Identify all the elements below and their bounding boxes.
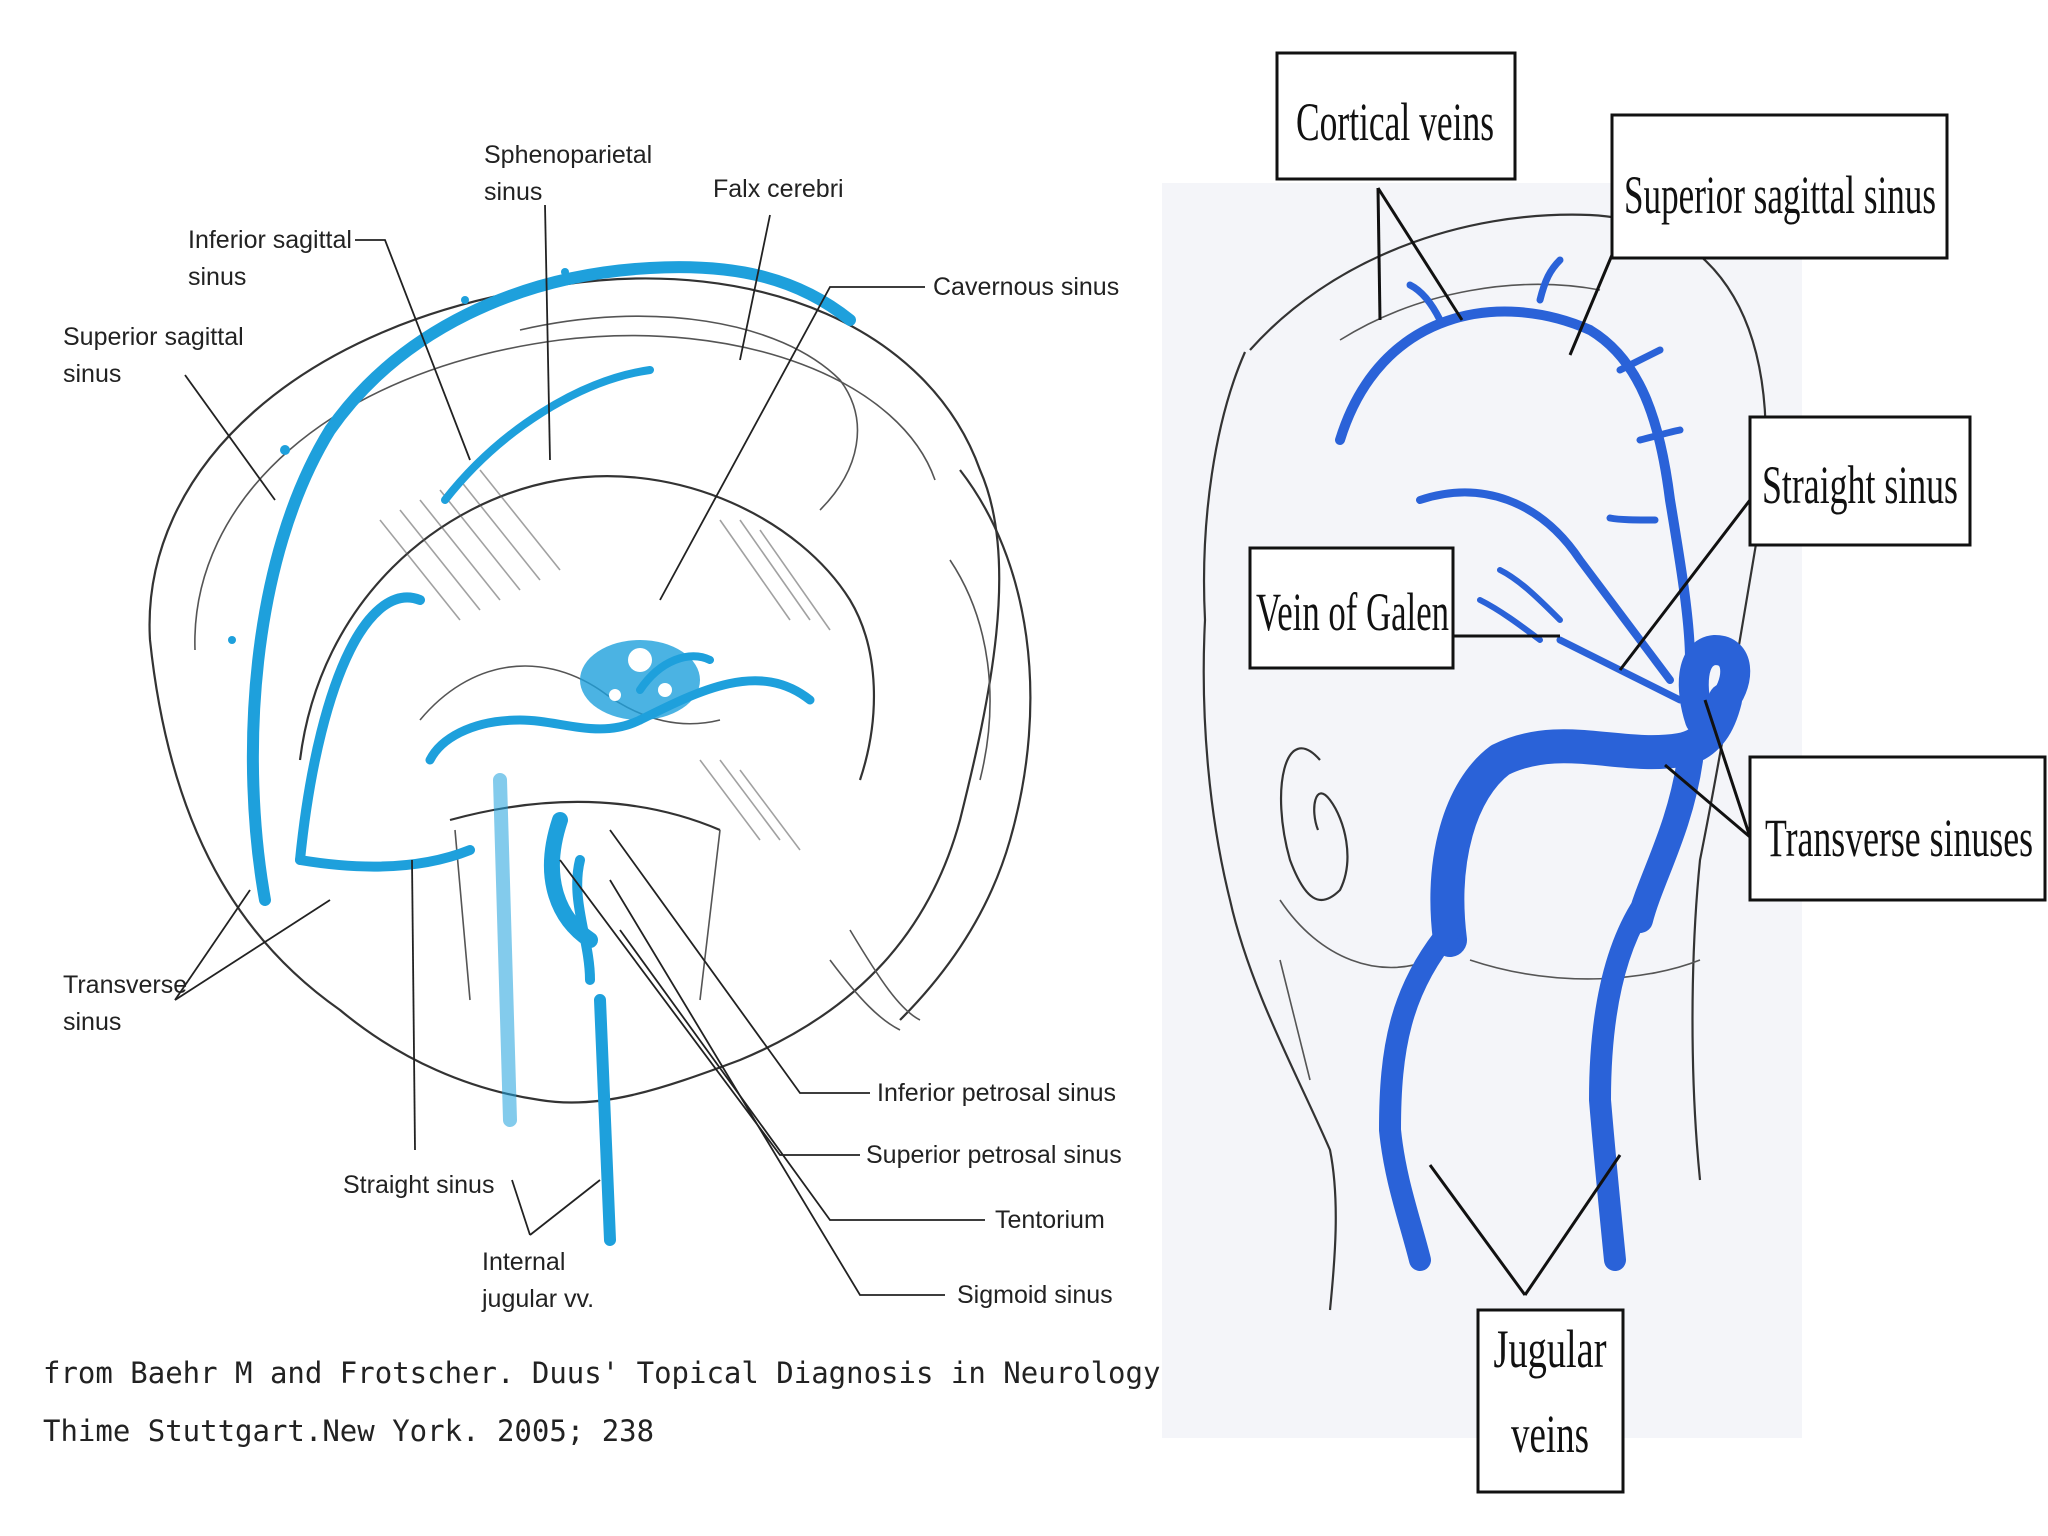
- label-sphenoparietal-line2: sinus: [484, 178, 542, 206]
- label-transverse-sinuses: Transverse sinuses: [1765, 808, 2033, 868]
- box-jugular-veins: [1476, 1308, 1625, 1494]
- label-straight-sinus-left: Straight sinus: [343, 1171, 494, 1199]
- label-falx-cerebri: Falx cerebri: [713, 175, 844, 203]
- right-head-illustration: [1162, 183, 1802, 1438]
- label-superior-petrosal-sinus: Superior petrosal sinus: [866, 1141, 1122, 1169]
- left-skull-illustration: [148, 261, 1032, 1246]
- label-sigmoid-sinus: Sigmoid sinus: [957, 1281, 1113, 1309]
- label-vein-of-galen: Vein of Galen: [1256, 582, 1449, 642]
- citation-caption: from Baehr M and Frotscher. Duus' Topica…: [43, 1356, 1300, 1448]
- label-inferior-petrosal-sinus: Inferior petrosal sinus: [877, 1079, 1116, 1107]
- label-transverse-line2: sinus: [63, 1008, 121, 1036]
- label-superior-sagittal-line1: Superior sagittal: [63, 323, 244, 351]
- box-superior-sagittal-sinus: [1610, 113, 1949, 260]
- right-labels: Cortical veins Superior sagittal sinus S…: [1248, 51, 2047, 1494]
- label-superior-sagittal-sinus: Superior sagittal sinus: [1624, 165, 1936, 225]
- caption-line2: Thime Stuttgart.New York. 2005; 238: [43, 1414, 654, 1448]
- label-tentorium: Tentorium: [995, 1206, 1105, 1234]
- box-straight-sinus: [1748, 415, 1972, 547]
- label-jugular-line1: Jugular: [1494, 1319, 1607, 1379]
- left-leader-lines: [174, 204, 985, 1296]
- label-cortical-veins: Cortical veins: [1296, 92, 1494, 152]
- label-internal-jugular-line1: Internal: [482, 1248, 565, 1276]
- box-cortical-veins: [1275, 51, 1517, 181]
- label-jugular-line2: veins: [1511, 1404, 1589, 1464]
- right-panel-background: [1162, 183, 1802, 1438]
- right-leader-lines: [1376, 187, 1752, 1296]
- label-sphenoparietal-line1: Sphenoparietal: [484, 141, 652, 169]
- label-internal-jugular-line2: jugular vv.: [481, 1285, 594, 1313]
- label-cavernous-sinus: Cavernous sinus: [933, 273, 1119, 301]
- label-superior-sagittal-line2: sinus: [63, 360, 121, 388]
- left-labels: Sphenoparietal sinus Falx cerebri Inferi…: [63, 141, 1122, 1313]
- label-inferior-sagittal-line2: sinus: [188, 263, 246, 291]
- label-inferior-sagittal-line1: Inferior sagittal: [188, 226, 352, 254]
- box-vein-of-galen: [1248, 546, 1455, 670]
- caption-line1: from Baehr M and Frotscher. Duus' Topica…: [43, 1356, 1300, 1390]
- label-straight-sinus-right: Straight sinus: [1762, 455, 1958, 515]
- label-transverse-line1: Transverse: [63, 971, 187, 999]
- box-transverse-sinuses: [1748, 755, 2047, 902]
